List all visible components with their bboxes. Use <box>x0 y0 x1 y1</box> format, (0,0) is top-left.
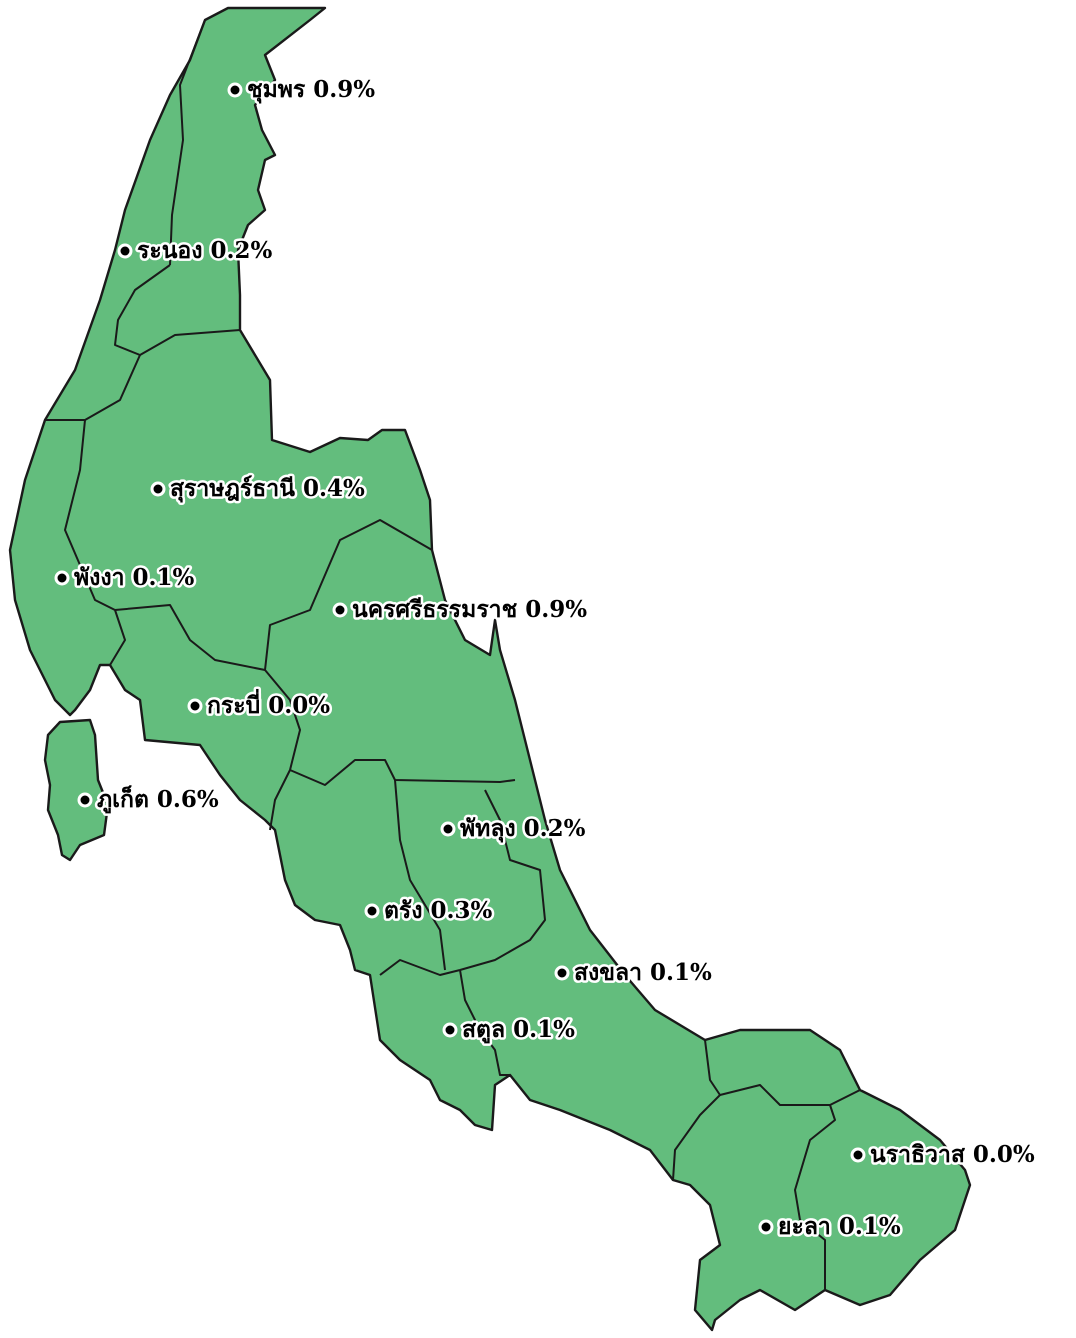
place-dot-ranong <box>117 243 133 259</box>
province-labels: ชุมพร 0.9% ระนอง 0.2% สุราษฎร์ธานี 0.4% พังงา 0… <box>54 74 1037 1243</box>
place-label-krabi: กระบี่ 0.0% <box>207 688 330 719</box>
place-dot-surat-thani <box>150 481 166 497</box>
border-trang-phatthalung <box>394 779 446 971</box>
place-label-trang: ตรัง 0.3% <box>384 897 493 924</box>
border-phangnga-surat <box>64 419 126 666</box>
place-dot-songkhla <box>554 965 570 981</box>
place-label-surat-thani: สุราษฎร์ธานี 0.4% <box>170 475 365 503</box>
place-dot-chumphon <box>227 82 243 98</box>
place-name-ranong: ระนอง <box>137 237 202 264</box>
place-label-phatthalung: พัทลุง 0.2% <box>460 815 586 843</box>
border-chumphon-ranong <box>169 19 206 266</box>
place-label-nakhon-si-thammarat: นครศรีธรรมราช 0.9% <box>352 596 587 623</box>
place-name-yala: ยะลา <box>778 1213 831 1240</box>
place-label-songkhla: สงขลา 0.1% <box>574 959 712 986</box>
place-value-chumphon: 0.9% <box>313 76 375 103</box>
place-value-ranong: 0.2% <box>210 237 272 264</box>
border-surat-krabi <box>114 604 266 671</box>
place-name-narathiwat: นราธิวาส <box>870 1141 966 1168</box>
place-value-songkhla: 0.1% <box>650 959 712 986</box>
border-trang-satun <box>379 959 461 976</box>
place-label-yala: ยะลา 0.1% <box>778 1213 901 1240</box>
border-satun-songkhla <box>459 969 510 1076</box>
place-label-phang-nga: พังงา 0.1% <box>74 564 195 591</box>
place-name-phatthalung: พัทลุง <box>460 815 516 843</box>
place-name-phang-nga: พังงา <box>74 564 125 591</box>
place-value-phatthalung: 0.2% <box>524 815 586 842</box>
border-ranong-surat <box>114 264 241 356</box>
place-dot-yala <box>758 1219 774 1235</box>
place-value-satun: 0.1% <box>513 1016 575 1043</box>
border-phatthalung-songkhla <box>459 789 546 971</box>
border-krabi-trang <box>269 769 291 831</box>
place-label-chumphon: ชุมพร 0.9% <box>247 76 375 104</box>
place-value-trang: 0.3% <box>431 897 493 924</box>
place-name-satun: สตูล <box>462 1016 505 1044</box>
border-pattani-south <box>719 1084 861 1106</box>
place-value-narathiwat: 0.0% <box>973 1141 1035 1168</box>
border-ranong-phangnga-north <box>45 354 141 421</box>
place-value-krabi: 0.0% <box>268 692 330 719</box>
place-name-krabi: กระบี่ <box>207 688 260 719</box>
place-name-phuket: ภูเก็ต <box>97 784 149 814</box>
place-dot-nakhon-si-thammarat <box>332 602 348 618</box>
mainland-shape <box>8 6 972 1332</box>
place-value-phang-nga: 0.1% <box>133 564 195 591</box>
place-label-satun: สตูล 0.1% <box>462 1016 575 1044</box>
place-name-chumphon: ชุมพร <box>247 76 306 104</box>
place-name-songkhla: สงขลา <box>574 959 642 986</box>
place-value-yala: 0.1% <box>839 1213 901 1240</box>
phuket-island-shape <box>43 718 110 862</box>
place-dot-phuket <box>77 792 93 808</box>
border-nakhon-trang <box>289 759 516 786</box>
place-dot-satun <box>442 1022 458 1038</box>
border-songkhla-pattani <box>672 1039 721 1181</box>
place-name-trang: ตรัง <box>384 897 423 924</box>
place-label-ranong: ระนอง 0.2% <box>137 237 272 264</box>
place-dot-krabi <box>187 698 203 714</box>
place-value-nakhon-si-thammarat: 0.9% <box>525 596 587 623</box>
place-value-phuket: 0.6% <box>157 786 219 813</box>
place-dot-trang <box>364 903 380 919</box>
place-value-surat-thani: 0.4% <box>303 475 365 502</box>
place-dot-phang-nga <box>54 570 70 586</box>
place-label-phuket: ภูเก็ต 0.6% <box>97 784 219 814</box>
border-yala-narathiwat <box>794 1104 836 1290</box>
place-name-nakhon-si-thammarat: นครศรีธรรมราช <box>352 596 518 623</box>
place-dot-phatthalung <box>440 821 456 837</box>
place-name-surat-thani: สุราษฎร์ธานี <box>170 475 295 503</box>
place-label-narathiwat: นราธิวาส 0.0% <box>870 1141 1035 1168</box>
border-surat-nakhon <box>264 519 433 771</box>
place-dot-narathiwat <box>850 1147 866 1163</box>
